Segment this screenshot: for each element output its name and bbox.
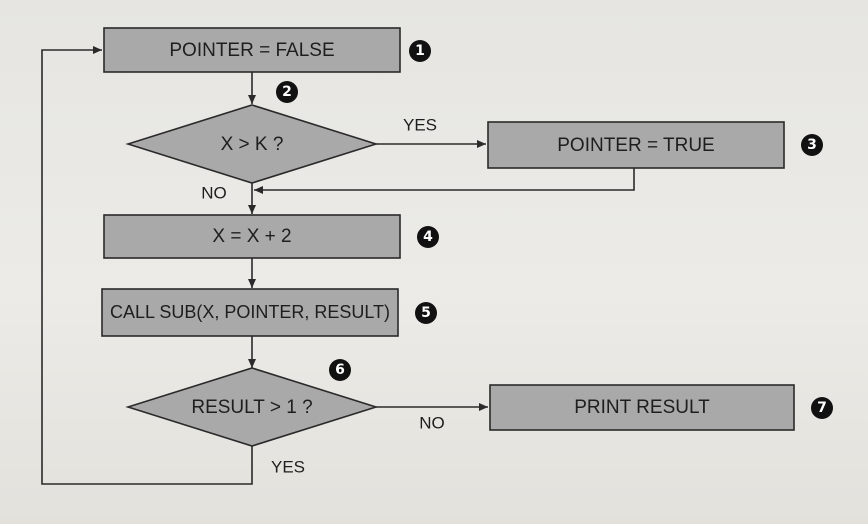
process-pointer-false: POINTER = FALSE (103, 27, 401, 73)
decision-x-gt-k-label: X > K ? (221, 134, 284, 155)
svg-text:2: 2 (282, 84, 292, 100)
step-marker-1: 1 (409, 40, 431, 62)
process-call-sub-label: CALL SUB(X, POINTER, RESULT) (110, 302, 390, 322)
step-marker-2: 2 (276, 81, 298, 103)
edge-label-no-2: NO (419, 413, 445, 432)
step-marker-3: 3 (801, 134, 823, 156)
step-marker-7: 7 (811, 397, 833, 419)
svg-text:6: 6 (335, 362, 345, 378)
step-marker-6: 6 (329, 359, 351, 381)
svg-text:4: 4 (423, 229, 433, 245)
svg-text:7: 7 (817, 400, 827, 416)
edge-decision2-yes-loop (41, 46, 253, 485)
process-call-sub: CALL SUB(X, POINTER, RESULT) (101, 288, 399, 337)
process-pointer-true: POINTER = TRUE (487, 121, 785, 169)
process-x-plus-2: X = X + 2 (103, 214, 401, 259)
step-marker-5: 5 (415, 302, 437, 324)
step-marker-4: 4 (417, 226, 439, 248)
connectors (41, 46, 635, 485)
edge-label-yes-2: YES (271, 457, 305, 476)
decision-x-gt-k: X > K ? (125, 104, 379, 184)
svg-text:5: 5 (421, 305, 431, 321)
process-pointer-true-label: POINTER = TRUE (557, 135, 714, 156)
decision-result-gt-1-label: RESULT > 1 ? (191, 397, 312, 418)
svg-text:3: 3 (807, 137, 817, 153)
process-print-result: PRINT RESULT (489, 384, 795, 431)
decision-result-gt-1: RESULT > 1 ? (125, 367, 379, 447)
process-pointer-false-label: POINTER = FALSE (169, 40, 334, 61)
process-print-result-label: PRINT RESULT (574, 397, 710, 418)
edge-label-yes-1: YES (403, 115, 437, 134)
process-x-plus-2-label: X = X + 2 (212, 226, 291, 247)
edge-true-merge (254, 168, 635, 194)
svg-text:1: 1 (415, 43, 425, 59)
edge-label-no-1: NO (201, 183, 227, 202)
